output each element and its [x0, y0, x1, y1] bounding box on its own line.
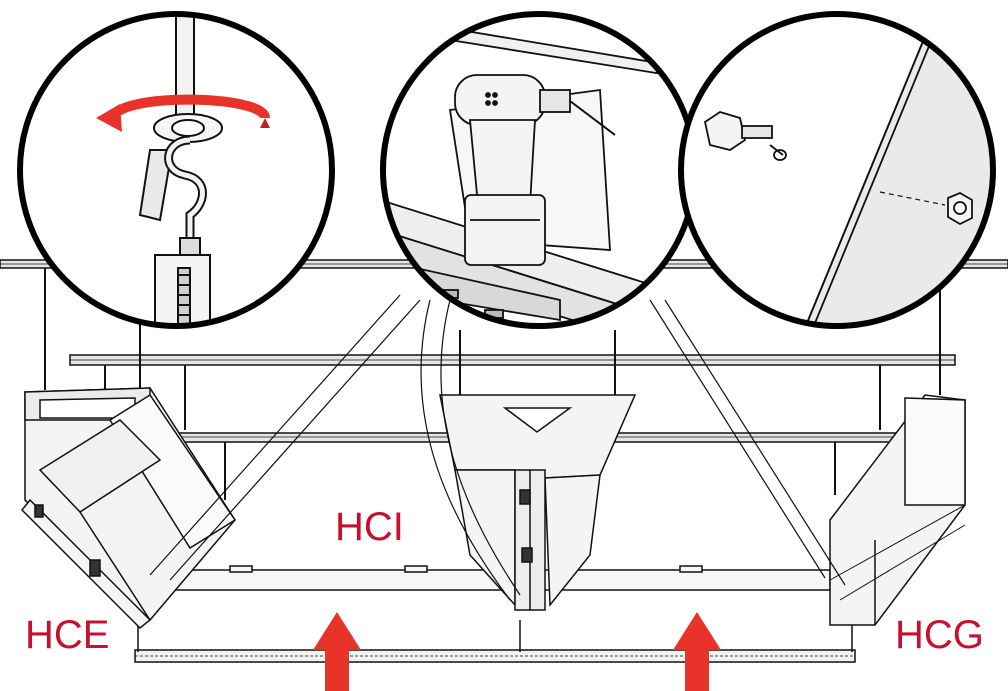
- up-arrow-icon: [313, 612, 361, 691]
- detail-circle-hook: [17, 11, 335, 329]
- drill-icon: [454, 74, 616, 266]
- detail-circle-drill: [380, 11, 698, 329]
- label-hcg: HCG: [895, 613, 984, 657]
- curved-arrow-icon: [96, 94, 270, 132]
- up-arrow-icon: [673, 612, 721, 691]
- detail-circle-bolt: [678, 11, 996, 329]
- module-hcg: [829, 394, 966, 626]
- label-hci: HCI: [335, 505, 404, 549]
- module-hci: [439, 394, 637, 611]
- bottom-rail: [134, 620, 856, 663]
- label-hce: HCE: [25, 613, 109, 657]
- module-hce: [20, 387, 237, 630]
- nut-icon: [947, 191, 973, 226]
- callout-lines: [149, 294, 846, 601]
- bolt-icon: [703, 111, 787, 161]
- ceiling-rail-middle: [69, 354, 956, 366]
